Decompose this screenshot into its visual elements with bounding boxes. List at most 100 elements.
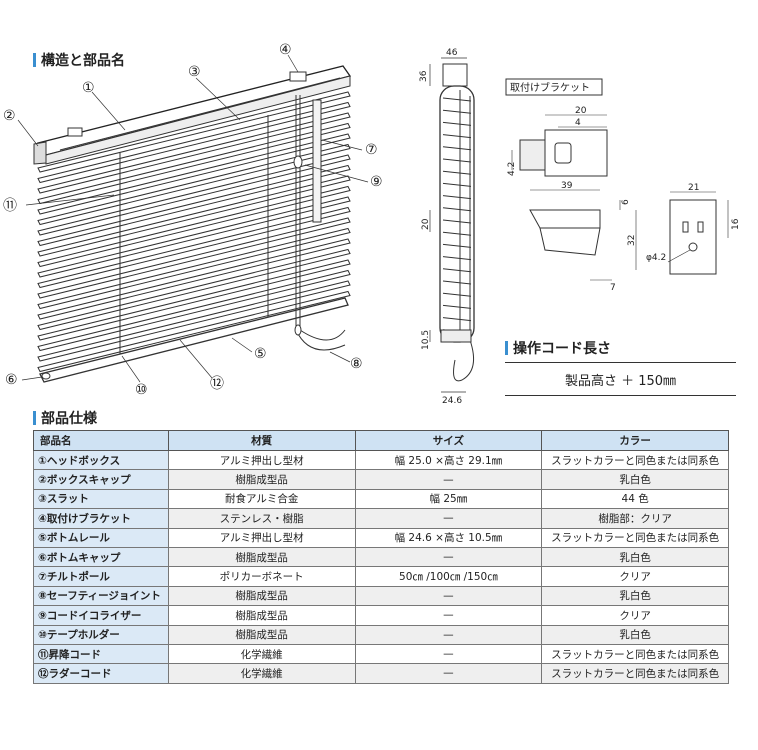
cell-material: ポリカーボネート <box>167 566 356 587</box>
parts-spec-table: 部品名 材質 サイズ カラー ①ヘッドボックスアルミ押出し型材幅 25.0 ×高… <box>33 430 729 684</box>
callout-1: ① <box>82 80 95 96</box>
callout-2: ② <box>3 108 16 124</box>
cell-color: スラットカラーと同色または同系色 <box>541 643 729 665</box>
cell-part-name: ⑫ラダーコード <box>33 663 169 684</box>
cord-length-formula: 製品高さ ＋ 150㎜ <box>505 362 736 396</box>
cell-size: — <box>354 546 543 568</box>
dim-b21: 21 <box>688 183 699 193</box>
header-color: カラー <box>541 430 729 451</box>
cell-size: 幅 25㎜ <box>354 488 543 510</box>
slat <box>37 101 351 184</box>
title-bar-icon <box>505 341 508 355</box>
profile-slat <box>442 146 472 151</box>
side-profile-diagram: 46 36 20 10.5 24.6 <box>419 48 475 406</box>
profile-slat <box>442 280 472 285</box>
bracket-label: 取付けブラケット <box>510 81 590 94</box>
profile-slat <box>442 134 472 139</box>
section-title-structure: 構造と部品名 <box>33 50 125 70</box>
slats <box>37 91 351 373</box>
cell-color: 44 色 <box>541 488 729 510</box>
box-cap <box>33 141 47 165</box>
cell-size: — <box>354 585 543 607</box>
bracket <box>289 71 307 82</box>
profile-slat <box>442 304 472 309</box>
cell-size: 幅 25.0 ×高さ 29.1㎜ <box>354 449 543 471</box>
dim-b7: 7 <box>610 283 616 293</box>
cell-material: 耐食アルミ合金 <box>167 488 356 510</box>
cell-color: 樹脂部：クリア <box>541 508 729 529</box>
cell-size: — <box>354 643 543 665</box>
profile-slat <box>442 182 472 187</box>
cell-color: 乳白色 <box>541 469 729 490</box>
cell-material: 樹脂成型品 <box>167 546 356 568</box>
profile-slat <box>442 109 472 114</box>
slat <box>37 269 351 352</box>
bottom-cap <box>41 372 51 380</box>
cell-color: スラットカラーと同色または同系色 <box>541 449 729 471</box>
slat <box>37 133 351 215</box>
slat <box>37 259 351 341</box>
cell-color: 乳白色 <box>541 624 729 645</box>
dim-phi4-2: φ4.2 <box>646 253 666 263</box>
callout-6: ⑥ <box>5 372 18 388</box>
profile-slat <box>442 231 472 236</box>
title-bar-icon <box>33 411 36 425</box>
cell-material: 樹脂成型品 <box>167 585 356 607</box>
callout-4: ④ <box>279 42 292 58</box>
cell-material: ステンレス・樹脂 <box>167 508 356 529</box>
cell-material: 樹脂成型品 <box>167 624 356 645</box>
cell-size: 幅 24.6 ×高さ 10.5㎜ <box>354 527 543 548</box>
cell-material: アルミ押出し型材 <box>167 527 356 548</box>
profile-slat <box>442 268 472 273</box>
profile-slat <box>442 158 472 163</box>
table-row: ⑧セーフティージョイント樹脂成型品—乳白色 <box>33 585 729 607</box>
header-size: サイズ <box>354 430 543 451</box>
dim-10-5: 10.5 <box>421 330 431 350</box>
bracket-diagram: 取付けブラケット 20 4 4.2 39 6 32 7 21 16 φ4.2 <box>505 78 741 293</box>
cell-part-name: ⑦チルトポール <box>33 566 169 587</box>
slat <box>37 238 351 320</box>
slat <box>37 206 351 289</box>
cell-color: 乳白色 <box>541 546 729 568</box>
slat <box>37 185 351 268</box>
cell-material: 樹脂成型品 <box>167 605 356 626</box>
cell-material: アルミ押出し型材 <box>167 449 356 471</box>
cell-part-name: ⑨コードイコライザー <box>33 605 169 626</box>
slat <box>37 112 351 194</box>
header-material: 材質 <box>167 430 356 451</box>
bracket <box>67 127 83 137</box>
cell-part-name: ②ボックスキャップ <box>33 469 169 490</box>
slat <box>37 91 351 173</box>
cell-part-name: ⑥ボトムキャップ <box>33 546 169 568</box>
slat <box>37 143 351 226</box>
table-row: ②ボックスキャップ樹脂成型品—乳白色 <box>33 469 729 490</box>
header-part-name: 部品名 <box>33 430 169 451</box>
callout-3: ③ <box>188 64 201 80</box>
cord-equalizer <box>293 155 303 169</box>
dim-b39: 39 <box>561 181 573 191</box>
cell-part-name: ⑩テープホルダー <box>33 624 169 645</box>
cell-part-name: ①ヘッドボックス <box>33 449 169 471</box>
slat <box>37 227 351 310</box>
cell-color: 乳白色 <box>541 585 729 607</box>
callout-8: ⑧ <box>350 356 363 372</box>
profile-slat <box>442 207 472 212</box>
slat <box>37 196 351 278</box>
slat <box>37 164 351 247</box>
dim-b4: 4 <box>575 118 581 128</box>
cell-size: — <box>354 469 543 490</box>
callout-10: ⑩ <box>135 382 148 398</box>
table-header-row: 部品名 材質 サイズ カラー <box>33 430 729 451</box>
profile-slat <box>442 317 472 322</box>
dim-b16: 16 <box>731 218 741 230</box>
slat <box>37 280 351 362</box>
table-row: ⑩テープホルダー樹脂成型品—乳白色 <box>33 624 729 645</box>
section-title-specs: 部品仕様 <box>33 408 97 428</box>
section-title-cord-length: 操作コード長さ <box>505 338 611 358</box>
cell-material: 樹脂成型品 <box>167 469 356 490</box>
tilt-pole <box>312 99 322 223</box>
slat <box>37 217 351 299</box>
